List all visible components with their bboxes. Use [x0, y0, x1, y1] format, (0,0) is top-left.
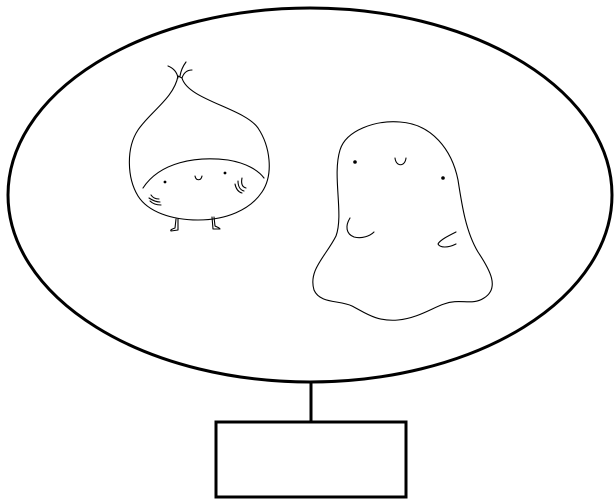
thought-bubble	[8, 8, 612, 382]
ghost-left-eye	[353, 160, 357, 164]
caption-box-label	[216, 422, 406, 497]
onion-left-eye	[164, 181, 167, 184]
ghost-right-eye	[441, 176, 445, 180]
onion-right-eye	[224, 172, 227, 175]
